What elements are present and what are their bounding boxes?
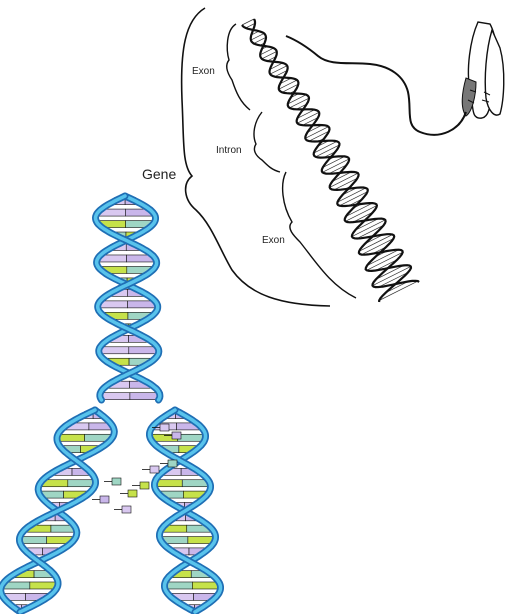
label-exon-top: Exon xyxy=(192,66,215,77)
base-pair-rung xyxy=(270,66,287,74)
intron-bracket xyxy=(254,112,280,172)
free-nucleotide xyxy=(140,482,149,489)
free-nucleotide xyxy=(172,432,181,439)
parent-helix xyxy=(96,196,160,400)
free-nucleotide xyxy=(150,466,159,473)
free-nucleotide xyxy=(112,478,121,485)
gene-bracket xyxy=(182,8,330,306)
free-nucleotide xyxy=(168,460,177,467)
free-nucleotide xyxy=(160,424,169,431)
base-pair-rung xyxy=(242,19,254,25)
daughter-helix-right xyxy=(150,410,221,612)
free-nucleotide xyxy=(122,506,131,513)
label-intron: Intron xyxy=(216,145,242,156)
helix-strand xyxy=(242,25,419,287)
exon-bracket-top xyxy=(227,24,250,110)
dna-replication-fork-icon xyxy=(1,196,221,612)
daughter-helix-left xyxy=(1,410,115,612)
free-nucleotide xyxy=(128,490,137,497)
free-nucleotide xyxy=(100,496,109,503)
label-exon-bottom: Exon xyxy=(262,235,285,246)
nucleotide xyxy=(164,582,192,589)
label-gene: Gene xyxy=(142,166,176,182)
chromosome-icon xyxy=(462,22,504,118)
